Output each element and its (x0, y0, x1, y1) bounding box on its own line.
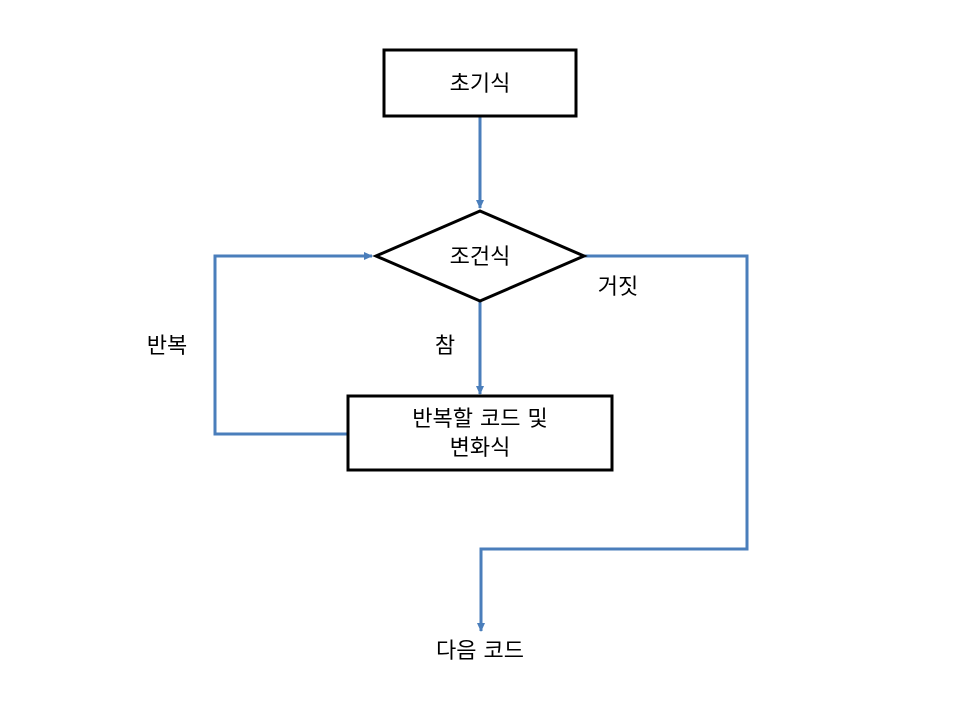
condition-diamond (372, 209, 588, 303)
body-box (346, 394, 614, 472)
next-code-label: 다음 코드 (436, 639, 524, 664)
connector-body-loop-back (213, 252, 373, 436)
false-edge-label: 거짓 (598, 275, 638, 300)
connector-condition-false-exit (477, 254, 749, 632)
init-label: 초기식 (450, 72, 511, 97)
condition-label: 조건식 (450, 245, 511, 270)
true-edge-label: 참 (435, 334, 455, 359)
body-label-line-1: 반복할 코드 및 (412, 407, 547, 432)
init-box (382, 48, 578, 118)
body-label-line-2: 변화식 (450, 436, 511, 461)
loop-edge-label: 반복 (147, 334, 187, 359)
